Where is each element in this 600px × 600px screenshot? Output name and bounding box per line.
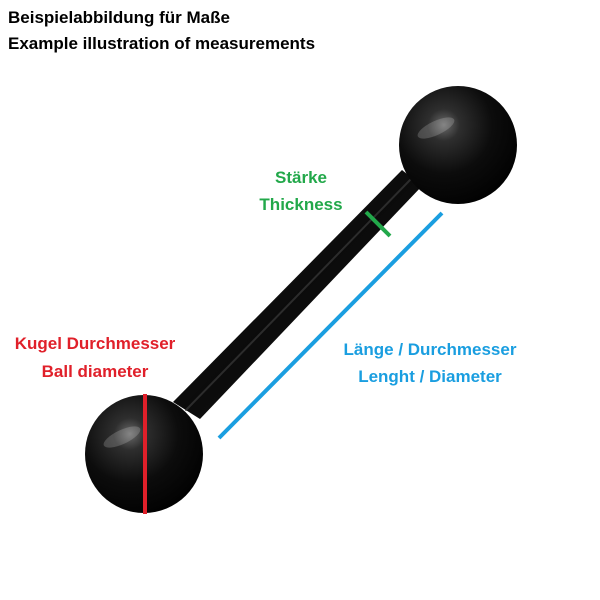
ball-diameter-label-en: Ball diameter (41, 362, 149, 381)
bottom-ball-glare (103, 426, 141, 448)
length-label: Länge / Durchmesser Lenght / Diameter (320, 340, 540, 394)
thickness-label-de: Stärke (275, 168, 327, 187)
length-label-en: Lenght / Diameter (358, 367, 502, 386)
thickness-line (364, 210, 392, 238)
ball-diameter-label-de: Kugel Durchmesser (14, 334, 176, 353)
ball-diameter-label: Kugel Durchmesser Ball diameter (0, 334, 190, 390)
thickness-label: Stärke Thickness (246, 168, 356, 222)
top-ball-glare (417, 117, 455, 139)
length-line (217, 211, 444, 440)
length-label-de: Länge / Durchmesser (343, 340, 517, 359)
title-german: Beispielabbildung für Maße (8, 8, 230, 27)
thickness-label-en: Thickness (259, 195, 343, 214)
top-ball (399, 86, 517, 204)
title-english: Example illustration of measurements (8, 34, 316, 53)
